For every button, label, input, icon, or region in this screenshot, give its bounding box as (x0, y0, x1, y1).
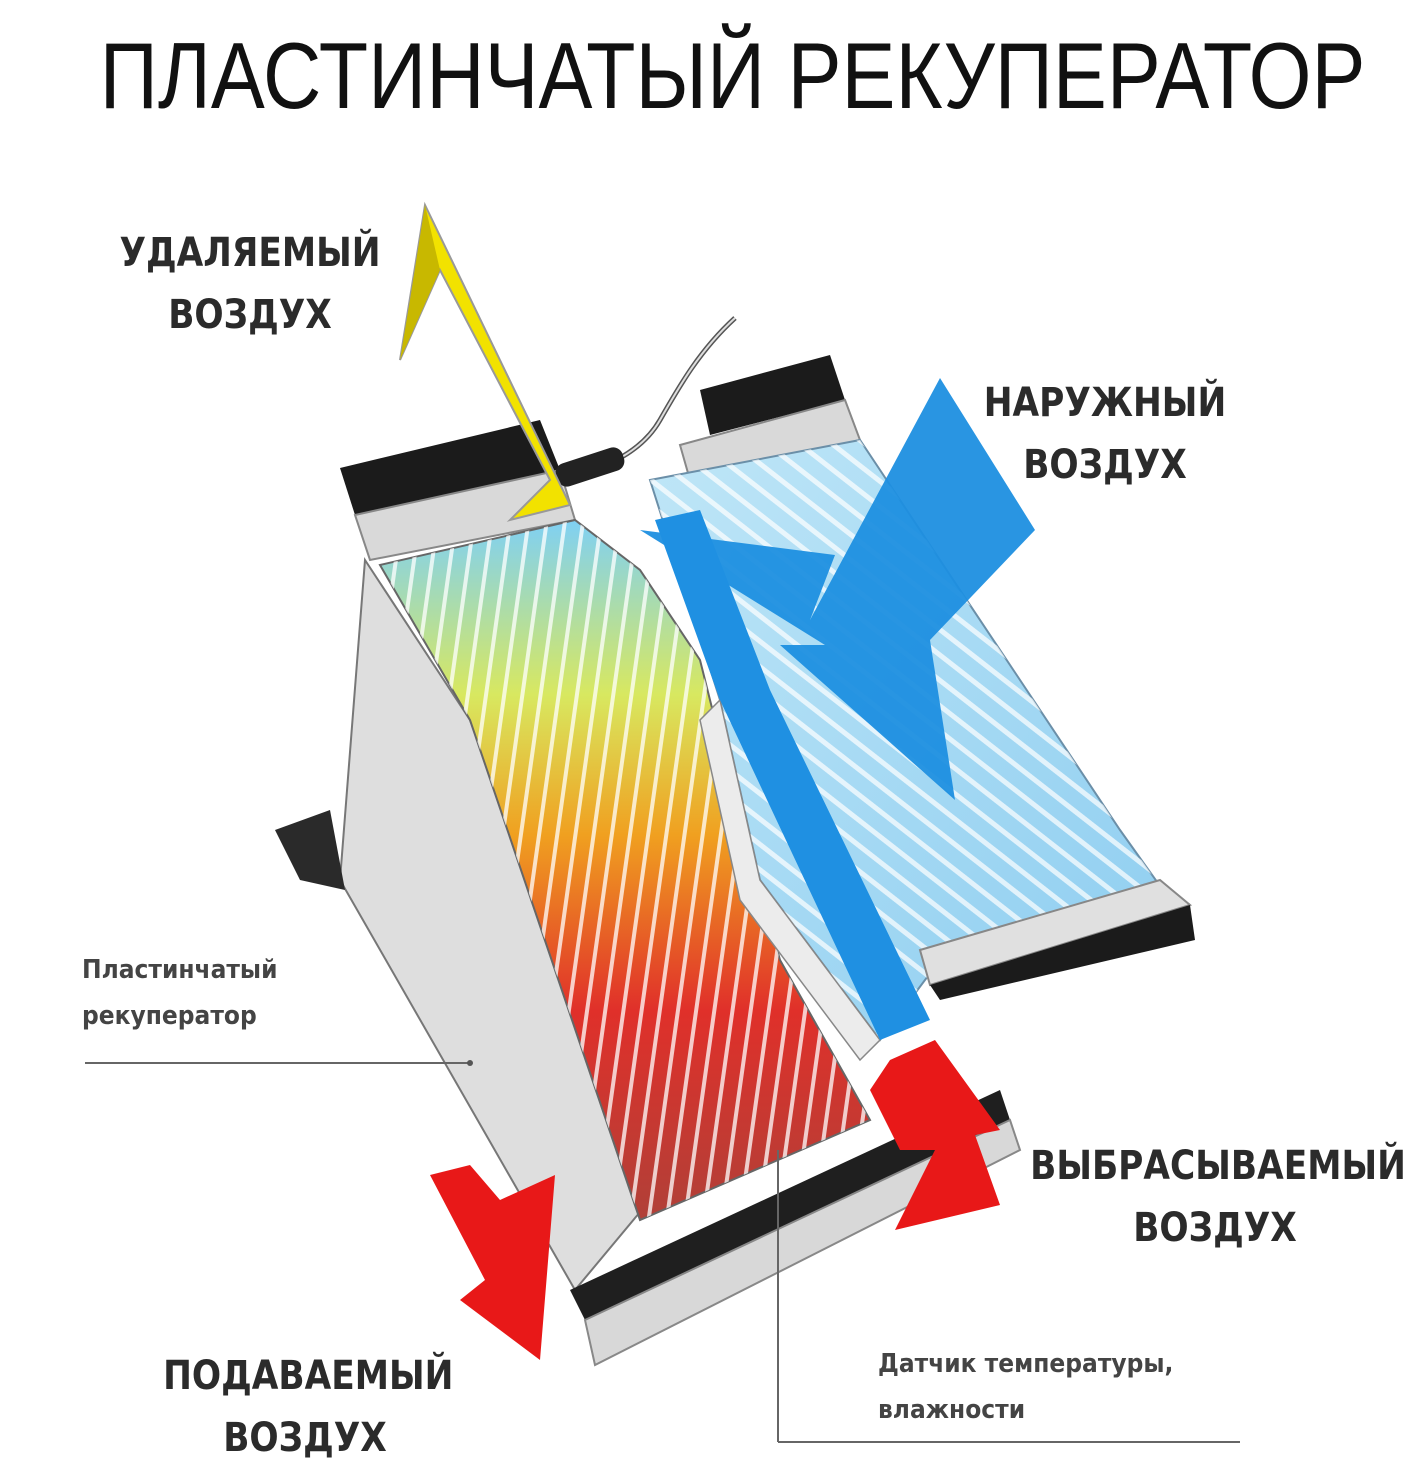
supply-air-label-line2: ВОЗДУХ (223, 1415, 387, 1461)
sensor-label-line1: Датчик температуры, (878, 1349, 1174, 1379)
sensor-cable (555, 316, 737, 487)
exhaust-air-arrow (399, 201, 572, 522)
right-bottom-frame (918, 878, 1195, 1000)
exhaust-air-label: УДАЛЯЕМЫЙ ВОЗДУХ (117, 222, 384, 346)
discharge-air-arrow (870, 1040, 1000, 1230)
center-divider (699, 698, 881, 1062)
supply-air-arrow (430, 1165, 555, 1360)
exhaust-air-label-line1: УДАЛЯЕМЫЙ (119, 230, 381, 276)
recuperator-label-line1: Пластинчатый (82, 955, 278, 985)
supply-air-label-line1: ПОДАВАЕМЫЙ (163, 1353, 454, 1399)
outdoor-air-label-line1: НАРУЖНЫЙ (983, 380, 1227, 426)
discharge-air-label-line1: ВЫБРАСЫВАЕМЫЙ (1030, 1143, 1406, 1189)
outdoor-air-arrow (640, 378, 1035, 1040)
recuperator-label: Пластинчатый рекуператор (82, 948, 277, 1039)
outdoor-air-label-line2: ВОЗДУХ (1023, 442, 1187, 488)
sensor-label: Датчик температуры, влажности (878, 1342, 1173, 1433)
page-title: ПЛАСТИНЧАТЫЙ РЕКУПЕРАТОР (99, 23, 1366, 128)
left-housing-panel (275, 557, 652, 1292)
recuperator-leader-line (85, 1060, 473, 1066)
sensor-label-line2: влажности (878, 1394, 1026, 1425)
recuperator-label-line2: рекуператор (82, 1000, 257, 1031)
sensor-leader-line (777, 1150, 1240, 1443)
discharge-air-label-line2: ВОЗДУХ (1133, 1205, 1297, 1251)
discharge-air-label: ВЫБРАСЫВАЕМЫЙ ВОЗДУХ (1030, 1135, 1406, 1259)
supply-air-label: ПОДАВАЕМЫЙ ВОЗДУХ (163, 1345, 454, 1469)
outdoor-air-label: НАРУЖНЫЙ ВОЗДУХ (972, 372, 1239, 496)
exhaust-air-label-line2: ВОЗДУХ (168, 292, 332, 338)
